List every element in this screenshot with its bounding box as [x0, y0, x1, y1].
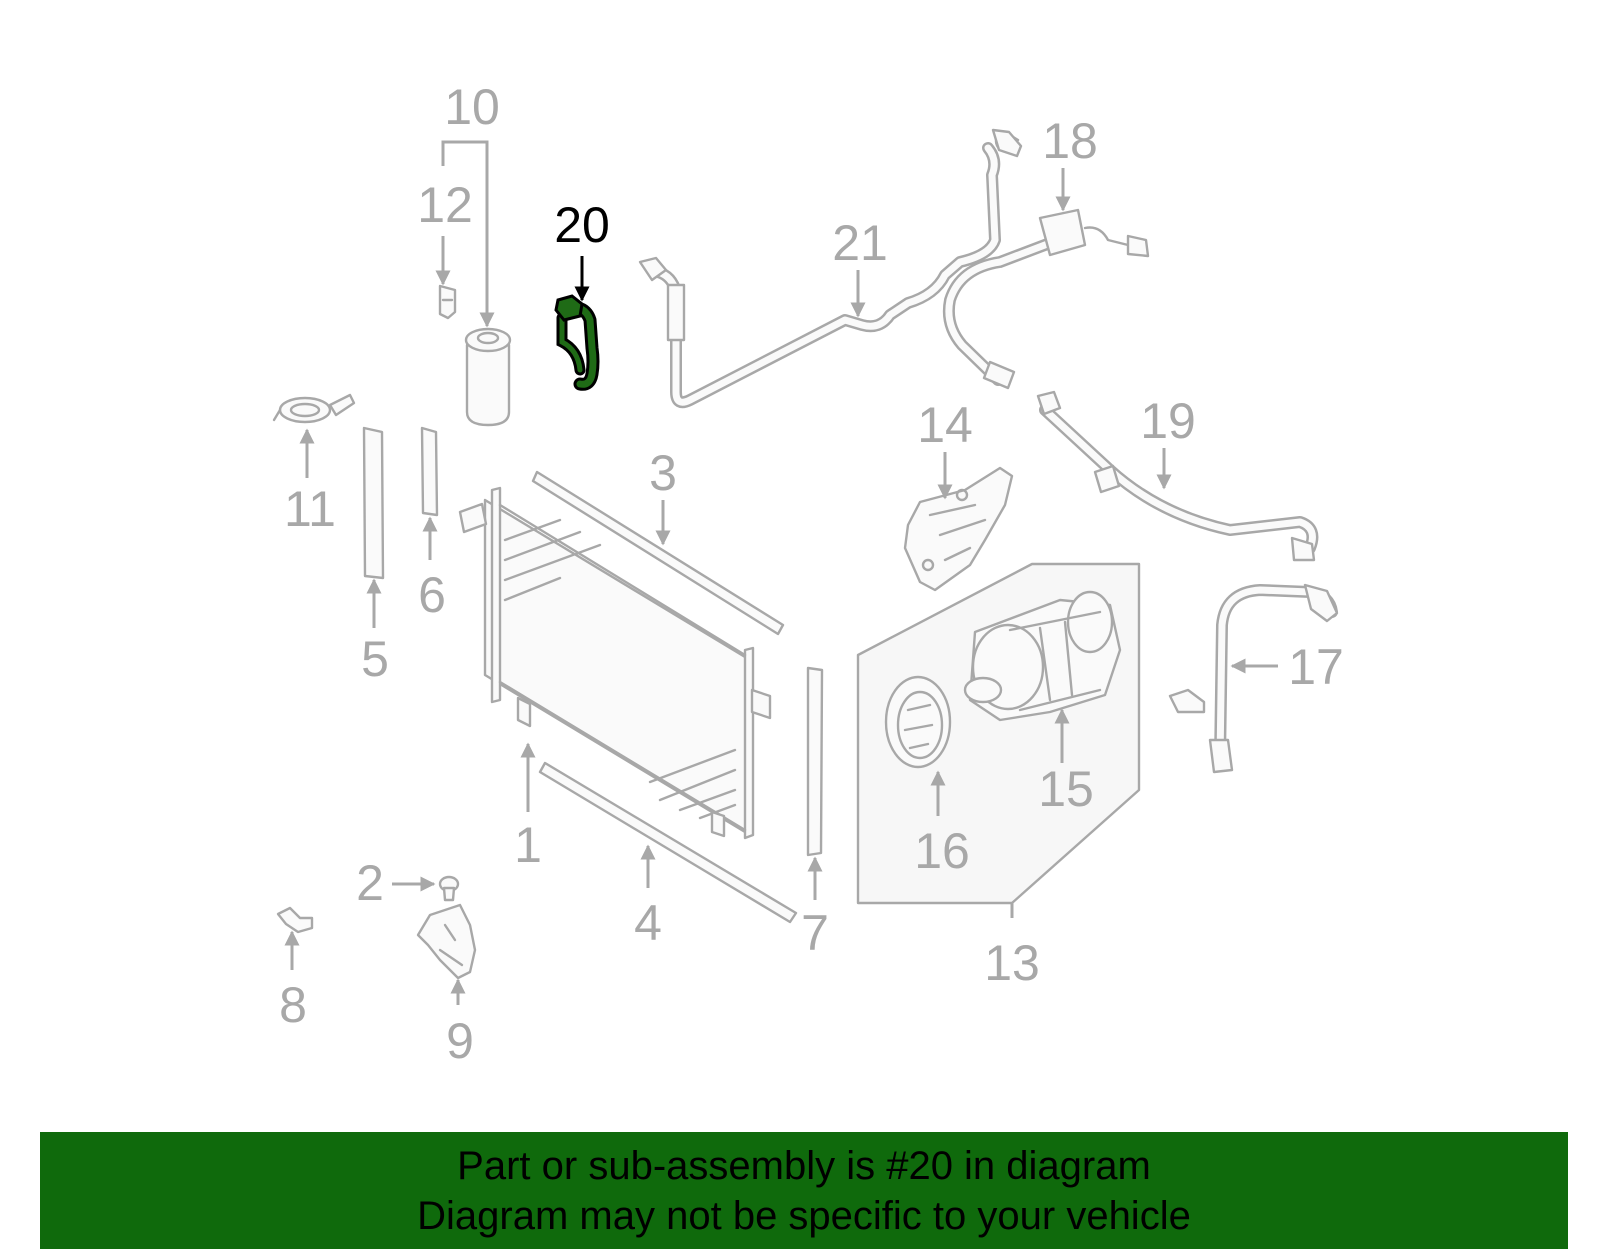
part-11-clamp[interactable] [272, 393, 356, 424]
part-18-valve-hose[interactable] [942, 130, 1150, 390]
callout-10[interactable]: 10 [444, 79, 500, 135]
callout-labels: 1 2 3 4 5 6 7 8 9 10 11 12 13 14 15 16 1… [279, 79, 1344, 1069]
callout-8[interactable]: 8 [279, 977, 307, 1033]
callout-20[interactable]: 20 [554, 197, 610, 253]
callout-1[interactable]: 1 [514, 817, 542, 873]
callout-2[interactable]: 2 [356, 855, 384, 911]
banner-line-1: Part or sub-assembly is #20 in diagram [457, 1143, 1151, 1188]
callout-11[interactable]: 11 [284, 481, 336, 537]
callout-12[interactable]: 12 [417, 177, 473, 233]
callout-17[interactable]: 17 [1288, 639, 1344, 695]
part-21-pipe[interactable] [638, 128, 1023, 409]
callout-5[interactable]: 5 [361, 631, 389, 687]
part-14-mount-bracket[interactable] [903, 466, 1014, 592]
part-4-seal-lower[interactable] [538, 761, 798, 924]
callout-4[interactable]: 4 [634, 895, 662, 951]
part-19-hose[interactable] [1036, 390, 1319, 562]
condenser-fins [503, 518, 737, 820]
callout-19[interactable]: 19 [1140, 393, 1196, 449]
callout-15[interactable]: 15 [1038, 761, 1094, 817]
part-20-highlighted-pipe[interactable] [554, 294, 600, 391]
part-7-side-seal[interactable] [806, 666, 824, 857]
callout-3[interactable]: 3 [649, 445, 677, 501]
callout-14[interactable]: 14 [917, 397, 973, 453]
part-12-switch[interactable] [438, 284, 457, 320]
part-1-condenser[interactable] [458, 486, 772, 840]
part-10-receiver-drier[interactable] [464, 327, 512, 427]
callout-18[interactable]: 18 [1042, 113, 1098, 169]
part-6-side-seal[interactable] [420, 426, 439, 517]
callout-9[interactable]: 9 [446, 1013, 474, 1069]
callout-13[interactable]: 13 [984, 935, 1040, 991]
leader-lines [284, 140, 1278, 1005]
part-8-clip[interactable] [276, 906, 314, 934]
info-banner: Part or sub-assembly is #20 in diagram D… [40, 1132, 1568, 1249]
part-2-bolt[interactable] [438, 875, 460, 902]
banner-line-2: Diagram may not be specific to your vehi… [417, 1193, 1191, 1238]
callout-21[interactable]: 21 [832, 215, 888, 271]
part-17-hose[interactable] [1168, 583, 1339, 774]
part-5-side-seal[interactable] [362, 426, 385, 580]
part-9-bracket[interactable] [416, 903, 477, 980]
part-16-clutch[interactable] [884, 675, 952, 769]
part-3-seal-upper[interactable] [531, 470, 785, 636]
callout-6[interactable]: 6 [418, 567, 446, 623]
callout-16[interactable]: 16 [914, 823, 970, 879]
callout-7[interactable]: 7 [801, 905, 829, 961]
part-15-compressor[interactable] [963, 590, 1122, 722]
